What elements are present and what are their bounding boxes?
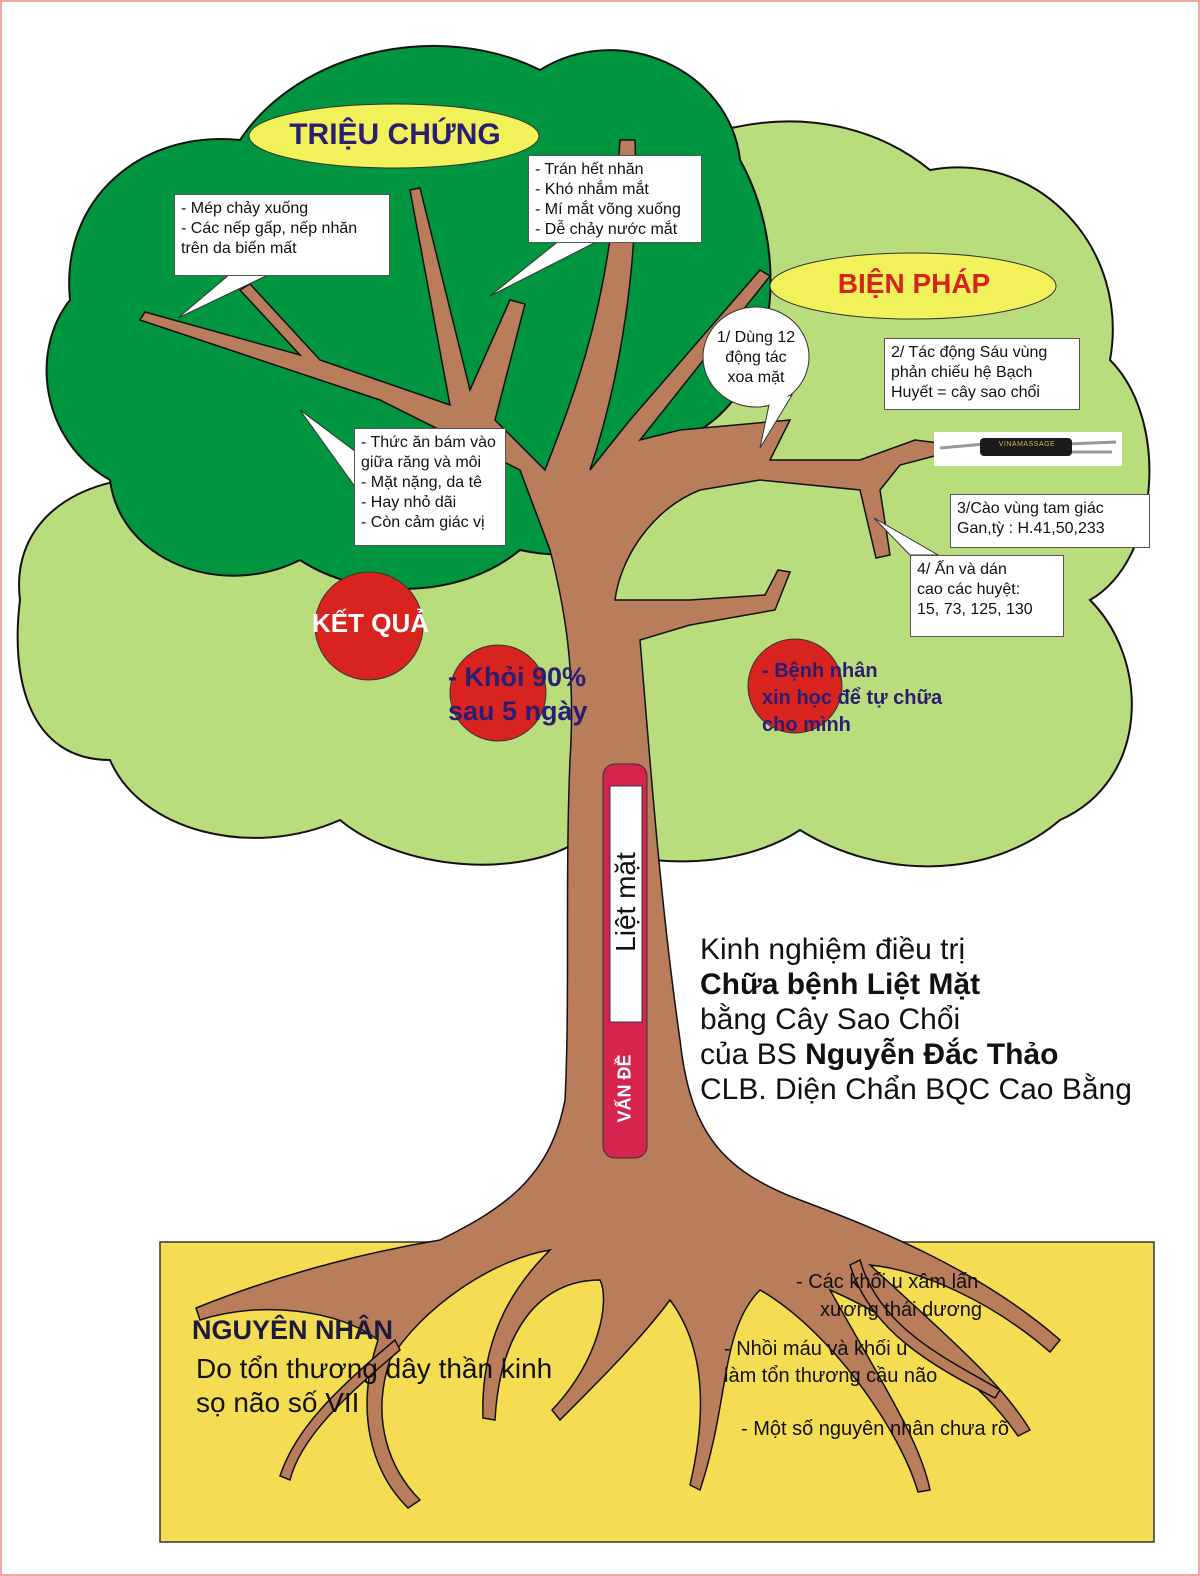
symptom-line: - Khó nhắm mắt xyxy=(535,181,649,198)
measure-line: 4/ Ấn và dán xyxy=(917,561,1007,578)
cause-line: làm tổn thương cầu não xyxy=(724,1365,938,1387)
caption-line-1: Kinh nghiệm điều trị xyxy=(700,933,966,966)
measure-item-2: 2/ Tác động Sáu vùng phản chiếu hệ Bạch … xyxy=(884,338,1080,410)
result-circle xyxy=(747,638,843,734)
results-title: KẾT QUẢ xyxy=(312,608,429,638)
problem-value: Liệt mặt xyxy=(610,852,641,952)
result-circle xyxy=(449,644,547,742)
causes-desc-line: Do tổn thương dây thần kinh xyxy=(196,1353,553,1384)
causes-desc-line: sọ não số VII xyxy=(196,1387,360,1418)
measure-line: 2/ Tác động Sáu vùng xyxy=(891,344,1048,361)
caption-prefix: của BS xyxy=(700,1038,806,1071)
tree-trunk xyxy=(138,139,1062,1509)
problem-banner xyxy=(602,763,648,1159)
symptom-line: - Dễ chảy nước mắt xyxy=(535,221,678,238)
measure-line: Gan,tỳ : H.41,50,233 xyxy=(957,520,1105,537)
result-circle xyxy=(314,571,424,681)
caption-line-5: CLB. Diện Chẩn BQC Cao Bằng xyxy=(700,1073,1132,1106)
symptom-line: - Hay nhỏ dãi xyxy=(361,494,457,511)
measures-title: BIỆN PHÁP xyxy=(837,268,991,299)
symptom-box-2: - Trán hết nhăn - Khó nhắm mắt - Mí mắt … xyxy=(528,155,702,243)
measure-line: xoa mặt xyxy=(727,369,785,386)
doctor-name: Nguyễn Đắc Thảo xyxy=(805,1038,1059,1071)
result-line: xin học để tự chữa xyxy=(762,687,943,709)
caption-line-4: của BS Nguyễn Đắc Thảo xyxy=(700,1037,1132,1072)
result-line: cho mình xyxy=(762,714,851,736)
measure-line: Huyết = cây sao chổi xyxy=(891,384,1040,401)
caption-line-2: Chữa bệnh Liệt Mặt xyxy=(700,968,981,1001)
symptom-line: - Trán hết nhăn xyxy=(535,161,644,178)
symptom-box-1: - Mép chảy xuống - Các nếp gấp, nếp nhăn… xyxy=(174,194,390,276)
result-line: - Bệnh nhân xyxy=(762,660,878,682)
symptoms-title: TRIỆU CHỨNG xyxy=(289,118,501,151)
measure-line: động tác xyxy=(725,349,787,366)
cause-item-1: - Các khối u xâm lấn xương thái dương xyxy=(796,1268,982,1324)
symptoms-ellipse xyxy=(248,103,540,169)
symptom-line: giữa răng và môi xyxy=(361,454,482,471)
measure-line: phản chiếu hệ Bạch xyxy=(891,364,1033,381)
measure-line: 1/ Dùng 12 xyxy=(716,329,796,346)
symptom-line: - Mí mắt võng xuống xyxy=(535,201,681,218)
measure-item-1: 1/ Dùng 12 động tác xoa mặt xyxy=(704,328,808,388)
cause-line: xương thái dương xyxy=(820,1299,982,1321)
measures-ellipse xyxy=(769,252,1057,320)
measure-line: cao các huyệt: xyxy=(917,581,1021,598)
comet-stick-label: VINAMASSAGE xyxy=(998,441,1056,448)
cause-item-3: - Một số nguyên nhân chưa rõ xyxy=(741,1418,1009,1440)
tree-roots xyxy=(279,1258,1002,1482)
causes-desc: Do tổn thương dây thần kinh sọ não số VI… xyxy=(196,1352,552,1420)
result-line: - Khỏi 90% xyxy=(448,662,587,692)
measure-line: 3/Cào vùng tam giác xyxy=(957,500,1104,517)
symptom-line: trên da biến mất xyxy=(181,240,297,257)
symptom-line: - Thức ăn bám vào xyxy=(361,434,496,451)
caption: Kinh nghiệm điều trị Chữa bệnh Liệt Mặt … xyxy=(700,932,1132,1107)
measure-item-4: 4/ Ấn và dán cao các huyệt: 15, 73, 125,… xyxy=(910,555,1064,637)
symptom-line: - Mép chảy xuống xyxy=(181,200,309,217)
cause-item-2: - Nhồi máu và khối u làm tổn thương cầu … xyxy=(724,1336,937,1390)
cause-line: - Nhồi máu và khối u xyxy=(724,1338,908,1360)
result-1: - Khỏi 90% sau 5 ngày xyxy=(448,660,588,728)
symptom-line: - Mặt nặng, da tê xyxy=(361,474,482,491)
result-2: - Bệnh nhân xin học để tự chữa cho mình xyxy=(762,658,942,739)
comet-stick-image xyxy=(934,432,1122,466)
symptom-line: - Các nếp gấp, nếp nhăn xyxy=(181,220,358,237)
cause-line: - Các khối u xâm lấn xyxy=(796,1271,979,1293)
result-line: sau 5 ngày xyxy=(448,696,588,726)
symptom-line: - Còn cảm giác vị xyxy=(361,514,485,531)
symptom-box-3: - Thức ăn bám vào giữa răng và môi - Mặt… xyxy=(354,428,506,546)
measure1-bubble xyxy=(702,306,810,449)
causes-title: NGUYÊN NHÂN xyxy=(192,1315,394,1345)
measure-item-3: 3/Cào vùng tam giác Gan,tỳ : H.41,50,233 xyxy=(950,494,1150,548)
measure-line: 15, 73, 125, 130 xyxy=(917,601,1033,618)
caption-line-3: bằng Cây Sao Chổi xyxy=(700,1003,961,1036)
problem-label: VẤN ĐỀ xyxy=(614,1054,635,1123)
